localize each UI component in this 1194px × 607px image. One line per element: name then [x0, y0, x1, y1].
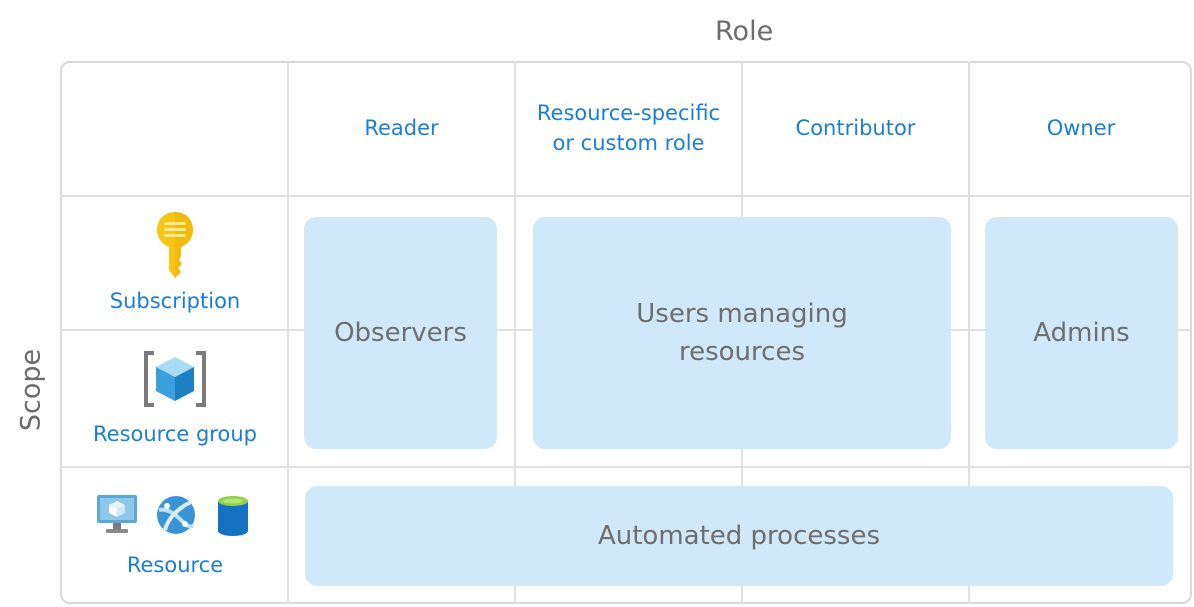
column-label-line: Owner [1046, 116, 1116, 140]
group-observers: Observers [304, 217, 497, 449]
grid-divider [60, 195, 1192, 197]
grid-divider [60, 466, 1192, 468]
app-service-icon [157, 496, 195, 534]
group-admins: Admins [985, 217, 1178, 449]
grid-divider [287, 61, 289, 604]
column-label-resource-specific: Resource-specific or custom role [516, 92, 741, 164]
column-label-line: Resource-specific [536, 101, 721, 125]
role-axis-title: Role [715, 16, 774, 47]
group-label: resources [678, 337, 805, 367]
group-label: Admins [1033, 318, 1130, 348]
column-label-owner: Owner [970, 92, 1192, 164]
group-users-managing-resources: Users managing resources [533, 217, 951, 449]
scope-label-subscription: Subscription [109, 289, 241, 313]
group-label: Automated processes [597, 521, 881, 551]
scope-label-resource-group: Resource group [93, 422, 257, 446]
column-label-line: Reader [364, 116, 439, 140]
column-label-line: or custom role [552, 131, 705, 155]
database-icon [218, 496, 248, 536]
grid-divider [968, 61, 970, 604]
column-label-line: Contributor [795, 116, 916, 140]
group-label: Users managing [636, 299, 848, 329]
scope-axis-title: Scope [15, 348, 47, 432]
scope-label-resource: Resource [126, 553, 224, 577]
virtual-machine-icon [97, 495, 137, 533]
group-label: Observers [334, 318, 467, 348]
key-icon [157, 212, 193, 278]
resource-group-cube-icon [144, 351, 206, 407]
group-automated-processes: Automated processes [305, 486, 1173, 586]
grid-divider [514, 61, 516, 604]
column-label-contributor: Contributor [743, 92, 968, 164]
column-label-reader: Reader [289, 92, 514, 164]
grid-frame [60, 61, 1192, 604]
